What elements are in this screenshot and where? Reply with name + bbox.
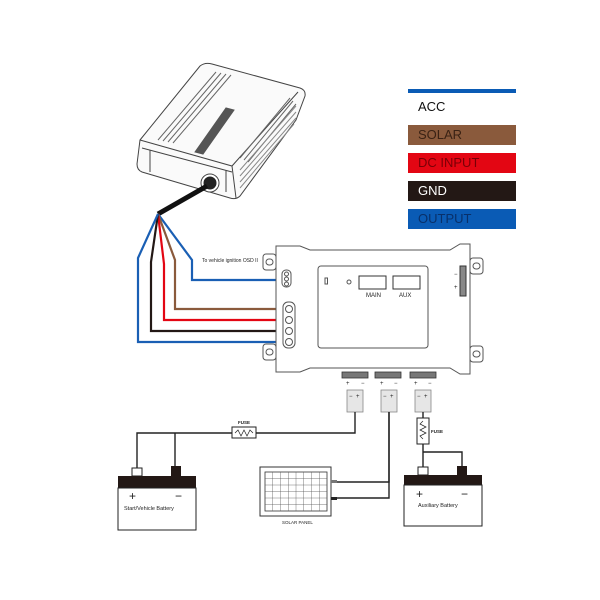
fuse-right (416, 417, 430, 445)
legend-item-acc: ACC (408, 97, 516, 117)
solar-wire-top (337, 412, 390, 483)
legend-item-output: OUTPUT (408, 209, 516, 229)
start-battery-minus: − (175, 489, 182, 503)
conn3-plus: + (414, 381, 418, 387)
wires (136, 213, 288, 344)
aux-battery-plus: + (416, 487, 423, 501)
switch-plus: + (454, 285, 458, 291)
bottom-connectors (341, 371, 437, 379)
legend-top-bar (408, 89, 516, 93)
wire-gnd (149, 213, 288, 333)
fuse-top-label: FUSE (238, 420, 250, 425)
legend-label: GND (418, 183, 447, 198)
conn1-minus: − (361, 381, 365, 387)
aux-battery-label: Auxiliary Battery (418, 503, 458, 509)
legend-label: SOLAR (418, 127, 463, 142)
color-legend: ACC SOLAR DC INPUT GND OUTPUT (408, 89, 516, 237)
legend-item-dc-input: DC INPUT (408, 153, 516, 173)
conn1-plus: + (346, 381, 350, 387)
main-label: MAIN (366, 293, 381, 299)
conn3-minus: − (428, 381, 432, 387)
wire-solar (156, 213, 288, 311)
plug3-plus: + (424, 394, 428, 400)
aux-label: AUX (399, 293, 411, 299)
wire-acc (157, 213, 286, 282)
aux-battery (403, 466, 483, 527)
conn2-minus: − (394, 381, 398, 387)
plug-blocks (346, 389, 432, 413)
legend-item-solar: SOLAR (408, 125, 516, 145)
ignition-label: To vehicle ignition OSD II (202, 258, 258, 264)
plug2-minus: − (383, 394, 387, 400)
aux-battery-minus: − (461, 487, 468, 501)
conn2-plus: + (380, 381, 384, 387)
dcdc-charger-device (136, 62, 306, 200)
legend-label: OUTPUT (418, 211, 472, 226)
legend-label: ACC (418, 99, 446, 114)
start-battery-label: Start/Vehicle Battery (124, 506, 174, 512)
legend-item-gnd: GND (408, 181, 516, 201)
plug3-minus: − (417, 394, 421, 400)
switch-minus: − (454, 272, 458, 278)
plug1-minus: − (349, 394, 353, 400)
start-battery (117, 466, 197, 531)
solar-panel (259, 466, 337, 517)
legend-label: DC INPUT (418, 155, 480, 170)
controller-box (262, 243, 484, 375)
wire-dc-input (156, 213, 288, 322)
plug2-plus: + (390, 394, 394, 400)
main-cable (156, 183, 209, 217)
fuse-top (231, 426, 257, 439)
start-battery-plus: + (129, 489, 136, 503)
wire-output (136, 213, 288, 344)
solar-panel-label: SOLAR PANEL (282, 520, 313, 525)
plug1-plus: + (356, 394, 360, 400)
fuse-right-label: FUSE (431, 429, 443, 434)
